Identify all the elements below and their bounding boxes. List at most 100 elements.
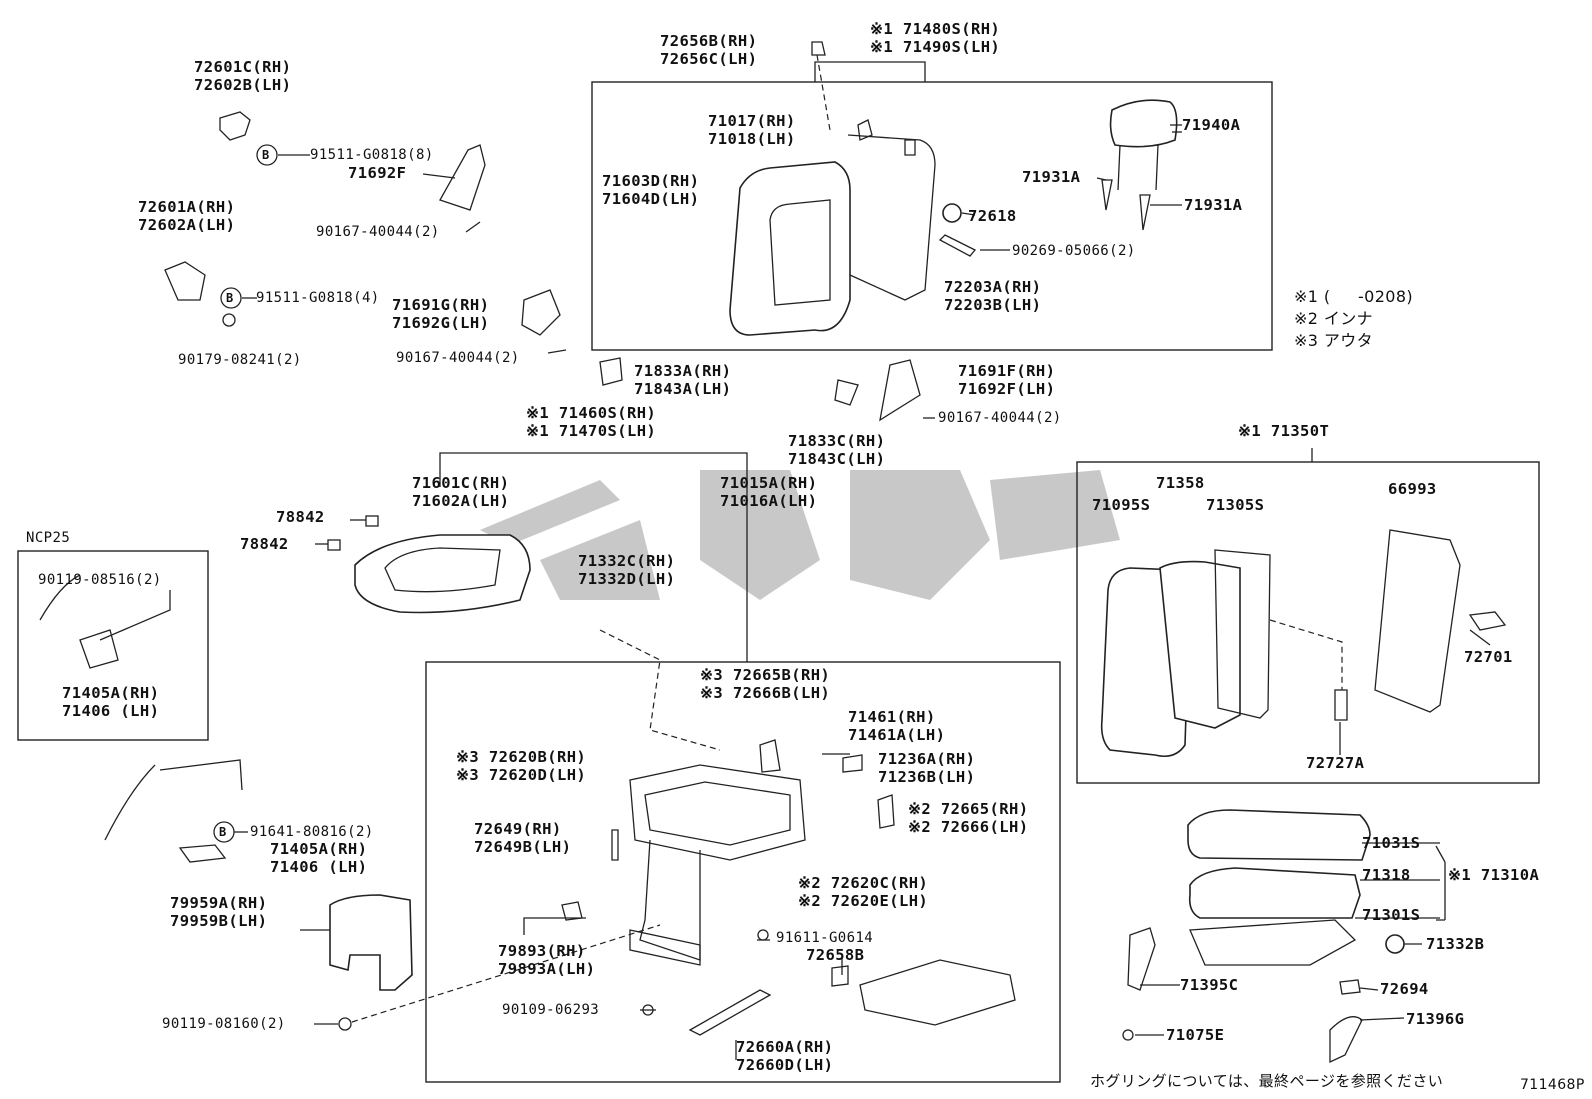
part-label-72665: ※2 72665(RH) ※2 72666(LH) xyxy=(908,800,1029,836)
part-label-72620b: ※3 72620B(RH) ※3 72620D(LH) xyxy=(456,748,587,784)
seatback-frame xyxy=(847,119,936,301)
clip-72694 xyxy=(1339,979,1361,995)
part-label-71461: 71461(RH) 71461A(LH) xyxy=(848,708,946,744)
cover-72665b xyxy=(759,739,781,773)
part-label-71015a: 71015A(RH) 71016A(LH) xyxy=(720,474,818,510)
nut-90179 xyxy=(222,313,236,327)
part-label-91611: 91611-G0614 xyxy=(776,930,874,946)
part-label-71350t: ※1 71350T xyxy=(1238,422,1330,440)
cover-72665 xyxy=(877,794,895,829)
clip-78842-b xyxy=(327,539,341,551)
part-label-72660a: 72660A(RH) 72660D(LH) xyxy=(736,1038,834,1074)
part-label-71031s: 71031S xyxy=(1362,834,1421,852)
part-label-71480s: ※1 71480S(RH) ※1 71490S(LH) xyxy=(870,20,1001,56)
part-label-72658b: 72658B xyxy=(806,946,865,964)
cap-72618 xyxy=(942,203,962,223)
part-label-71460s: ※1 71460S(RH) ※1 71470S(LH) xyxy=(526,404,657,440)
part-label-71395c: 71395C xyxy=(1180,976,1239,994)
legend-3: ※3 アウタ xyxy=(1294,331,1374,350)
part-label-71603d: 71603D(RH) 71604D(LH) xyxy=(602,172,700,208)
seatback-group-bracket xyxy=(814,61,926,82)
part-label-71691g: 71691G(RH) 71692G(LH) xyxy=(392,296,490,332)
clip-72658b xyxy=(831,965,849,987)
part-label-71940a: 71940A xyxy=(1182,116,1241,134)
seat-cushion xyxy=(354,534,531,614)
part-label-72701: 72701 xyxy=(1464,648,1513,666)
part-label-66993: 66993 xyxy=(1388,480,1437,498)
cover-71691f xyxy=(879,359,921,422)
hinge-upper xyxy=(219,111,251,141)
part-label-72694: 72694 xyxy=(1380,980,1429,998)
pin-71075e xyxy=(1122,1029,1134,1041)
part-label-91511-4: 91511-G0818(4) xyxy=(256,290,380,306)
bracket-71405a-lower xyxy=(178,844,227,863)
knob-71332b xyxy=(1385,934,1405,954)
part-label-90179: 90179-08241(2) xyxy=(178,352,302,368)
part-label-72601c: 72601C(RH) 72602B(LH) xyxy=(194,58,292,94)
assembly-bracket-71310a xyxy=(1435,845,1446,921)
ncp25-label: NCP25 xyxy=(26,530,71,546)
part-label-90167-c: 90167-40044(2) xyxy=(938,410,1062,426)
part-label-71310a: ※1 71310A xyxy=(1448,866,1540,884)
leader-lines xyxy=(234,124,1491,1060)
part-label-71075e: 71075E xyxy=(1166,1026,1225,1044)
gas-strut xyxy=(688,989,772,1036)
part-label-71358: 71358 xyxy=(1156,474,1205,492)
legend-1: ※1 ( -0208) xyxy=(1294,287,1414,306)
strap-72701 xyxy=(1468,611,1507,631)
part-label-90119-08516: 90119-08516(2) xyxy=(38,572,162,588)
part-label-71301s: 71301S xyxy=(1362,906,1421,924)
part-label-72649: 72649(RH) 72649B(LH) xyxy=(474,820,572,856)
lower-bracket xyxy=(629,929,701,966)
seat-frame-assembly-frame xyxy=(425,661,1061,1083)
hinge-lower xyxy=(164,261,206,301)
cover-71396g xyxy=(1329,1016,1363,1064)
guide-left xyxy=(1101,179,1113,211)
diagram-code: 711468P xyxy=(1520,1077,1585,1093)
cushion-71031s xyxy=(1187,809,1371,861)
bolt-91611 xyxy=(757,929,769,941)
part-label-71017: 71017(RH) 71018(LH) xyxy=(708,112,796,148)
part-label-90167-a: 90167-40044(2) xyxy=(316,224,440,240)
part-label-90109: 90109-06293 xyxy=(502,1002,600,1018)
spring-72649 xyxy=(611,829,619,861)
third-row-assembly-frame xyxy=(1076,461,1540,784)
cover-71833c xyxy=(834,379,859,406)
bracket-72203 xyxy=(938,234,977,257)
part-label-71305s: 71305S xyxy=(1206,496,1265,514)
clip-72727a xyxy=(1334,689,1348,721)
part-label-72665b: ※3 72665B(RH) ※3 72666B(LH) xyxy=(700,666,831,702)
frame-71301s xyxy=(1189,919,1357,966)
cover-71691g xyxy=(521,289,561,336)
part-label-71332b: 71332B xyxy=(1426,935,1485,953)
part-label-71931a-right: 71931A xyxy=(1184,196,1243,214)
cushion-group-bracket xyxy=(439,452,748,662)
seat-base xyxy=(859,959,1016,1026)
part-label-79959a: 79959A(RH) 79959B(LH) xyxy=(170,894,268,930)
part-label-79893: 79893(RH) 79893A(LH) xyxy=(498,942,596,978)
carpet-66993 xyxy=(1374,529,1461,713)
part-label-72601a: 72601A(RH) 72602A(LH) xyxy=(138,198,236,234)
seatback-pad xyxy=(729,161,851,336)
part-label-72203a: 72203A(RH) 72203B(LH) xyxy=(944,278,1042,314)
part-label-90119-08160: 90119-08160(2) xyxy=(162,1016,286,1032)
footer-note: ホグリングについては、最終ページを参照ください xyxy=(1090,1072,1444,1090)
cover-79893 xyxy=(561,901,583,921)
seat-frame xyxy=(629,764,806,961)
badge-b-1: B xyxy=(262,148,270,162)
part-label-91641: 91641-80816(2) xyxy=(250,824,374,840)
part-label-71332c: 71332C(RH) 71332D(LH) xyxy=(578,552,676,588)
badge-circle-1 xyxy=(256,144,278,166)
badge-circle-2 xyxy=(220,287,242,309)
part-label-72618: 72618 xyxy=(968,207,1017,225)
part-label-90269: 90269-05066(2) xyxy=(1012,243,1136,259)
part-label-71396g: 71396G xyxy=(1406,1010,1465,1028)
badge-b-2: B xyxy=(226,291,234,305)
part-label-72656b: 72656B(RH) 72656C(LH) xyxy=(660,32,758,68)
ncp25-bracket xyxy=(39,574,119,669)
part-label-91511-8: 91511-G0818(8) xyxy=(310,147,434,163)
bolt-90119 xyxy=(338,1017,352,1031)
pad-71318 xyxy=(1188,867,1361,919)
